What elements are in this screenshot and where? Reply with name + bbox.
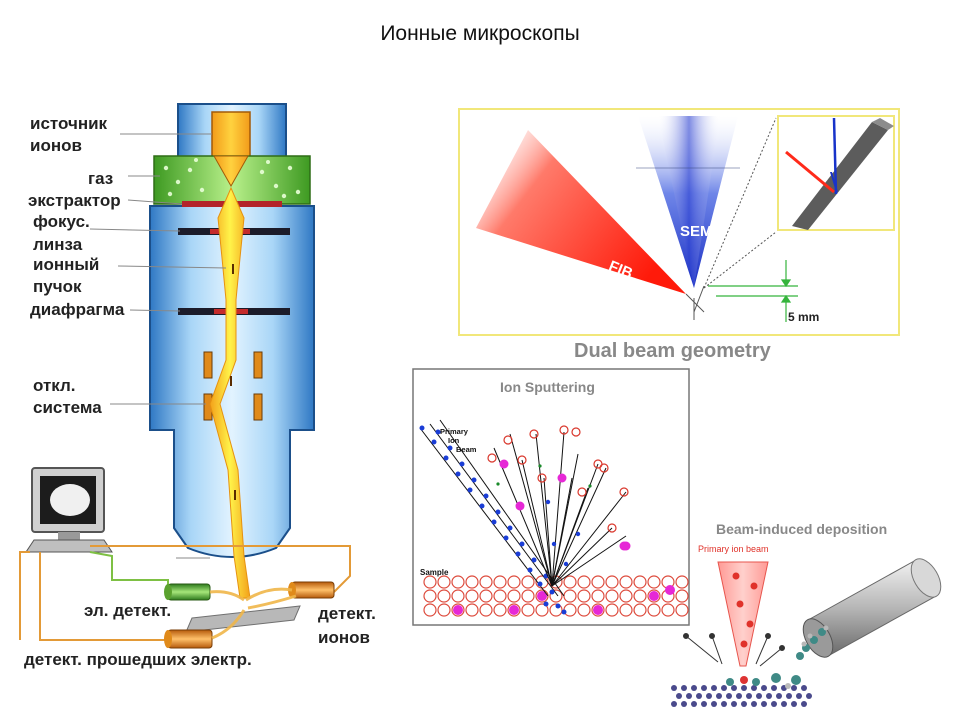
scale-bar	[708, 260, 798, 322]
sputtering-title: Ion Sputtering	[500, 379, 595, 395]
label-beam-line1: ионный	[33, 255, 100, 274]
label-ion-source-line2: ионов	[30, 136, 82, 155]
sputtered-atoms	[487, 425, 629, 533]
sample-defects	[453, 585, 675, 615]
sem-label: SEM	[680, 223, 713, 240]
ejected-particles	[683, 633, 785, 667]
leader-lines	[89, 133, 227, 559]
monitor-icon	[25, 467, 113, 553]
deposition-panel: Primary ion beam	[671, 544, 942, 707]
ion-column-diagram	[19, 103, 351, 649]
page-title: Ионные микроскопы	[380, 22, 580, 45]
deflector-plate	[253, 393, 263, 421]
dual-beam-caption: Dual beam geometry	[574, 340, 771, 362]
gas-nozzle	[802, 558, 942, 658]
secondary-electrons	[496, 464, 592, 488]
label-focus-line1: фокус.	[33, 212, 90, 231]
deposited-material	[726, 673, 801, 689]
beam-arrows	[230, 264, 236, 500]
precursor-molecules	[796, 625, 829, 660]
gas-bubbles	[163, 158, 301, 199]
primary-ion-beam-cone	[717, 561, 769, 667]
deposition-title: Beam-induced deposition	[716, 521, 888, 537]
label-ion-source-line1: источник	[30, 114, 108, 133]
dual-beam-inset	[777, 115, 895, 231]
fib-beam	[476, 130, 686, 294]
sputter-rays	[493, 431, 627, 587]
deposition-beam-label: Primary ion beam	[698, 544, 769, 554]
deflector-plate	[203, 351, 213, 379]
label-transmitted-detector: детект. прошедших электр.	[24, 650, 252, 669]
dual-beam-panel: FIB SEM 5 mm	[458, 108, 900, 336]
primary-ions	[419, 425, 567, 615]
sputtered-electrons	[545, 499, 581, 567]
scale-label: 5 mm	[788, 310, 819, 324]
sputtering-panel: Ion Sputtering Sample Pri	[412, 368, 690, 626]
label-ion-detector-line2: ионов	[318, 628, 370, 647]
sputtered-ions	[499, 459, 631, 551]
primary-label-3: Beam	[456, 445, 477, 454]
sample-label: Sample	[420, 568, 449, 577]
transmitted-detector	[164, 629, 213, 649]
deflector-plate	[253, 351, 263, 379]
label-focus-line2: линза	[33, 235, 83, 254]
label-ion-detector-line1: детект.	[318, 604, 376, 623]
label-aperture: диафрагма	[30, 300, 125, 319]
label-deflect-line1: откл.	[33, 376, 76, 395]
primary-label-1: Primary	[440, 427, 469, 436]
label-gas: газ	[88, 169, 114, 188]
label-beam-line2: пучок	[33, 277, 82, 296]
sample-plate	[185, 605, 301, 633]
substrate-atoms	[671, 685, 812, 707]
label-extractor: экстрактор	[28, 191, 121, 210]
electron-detector	[164, 583, 211, 601]
ion-beam	[209, 186, 251, 599]
beam-ions	[732, 572, 758, 648]
primary-label-2: Ion	[448, 436, 460, 445]
label-electron-detector: эл. детект.	[84, 601, 172, 620]
scattered-rays	[209, 587, 297, 640]
label-deflect-line2: система	[33, 398, 102, 417]
